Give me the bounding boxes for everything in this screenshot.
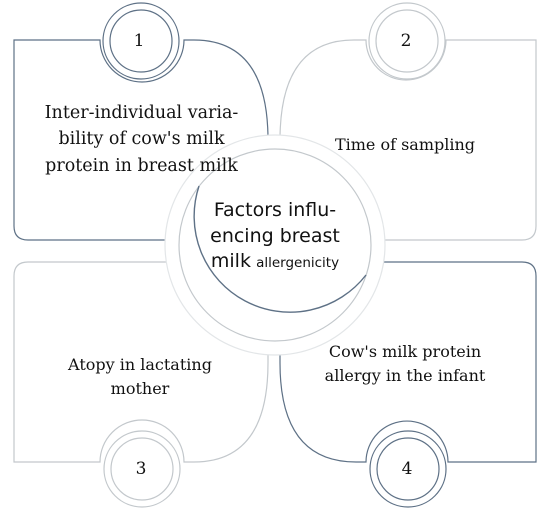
center-title-line-2: encing breast [210,224,340,247]
factor-2-line-1: Time of sampling [334,135,476,154]
number-circle-4-inner [376,437,440,501]
center-title: Factors influ- encing breast milk allerg… [190,198,360,275]
center-title-allergenicity: allergenicity [256,255,340,272]
quadrant-4-shape [279,261,537,463]
factor-number-1: 1 [133,31,145,51]
quadrant-2-shape [279,39,537,241]
factor-number-4: 4 [401,459,413,479]
factor-1-line-2: bility of cow's milk [58,129,225,150]
factor-1-line-3: protein in breast milk [45,155,238,176]
factor-1-text: Inter-individual varia- bility of cow's … [24,100,259,179]
center-circle-inner [178,148,372,342]
center-circle-dark-arc [193,185,367,313]
quadrant-3-shape [13,261,269,463]
factor-1-line-1: Inter-individual varia- [44,103,239,123]
center-title-milk: milk [210,250,251,273]
number-circle-3-inner [110,437,174,501]
factor-3-line-2: mother [110,379,170,398]
factor-number-2: 2 [400,31,412,51]
number-circle-1-inner [109,9,173,73]
factor-4-text: Cow's milk protein allergy in the infant [290,340,520,388]
factor-3-line-1: Atopy in lactating [68,355,212,374]
factor-4-line-2: allergy in the infant [324,366,486,385]
center-title-line-3: milk allergenicity [190,249,360,275]
factor-2-text: Time of sampling [300,133,510,157]
quadrant-1-shape [13,39,269,241]
number-circle-2-inner [375,9,439,73]
center-title-line-1: Factors influ- [213,199,337,221]
factor-4-line-1: Cow's milk protein [328,342,482,361]
factor-3-text: Atopy in lactating mother [35,353,245,401]
factor-number-3: 3 [135,459,147,479]
